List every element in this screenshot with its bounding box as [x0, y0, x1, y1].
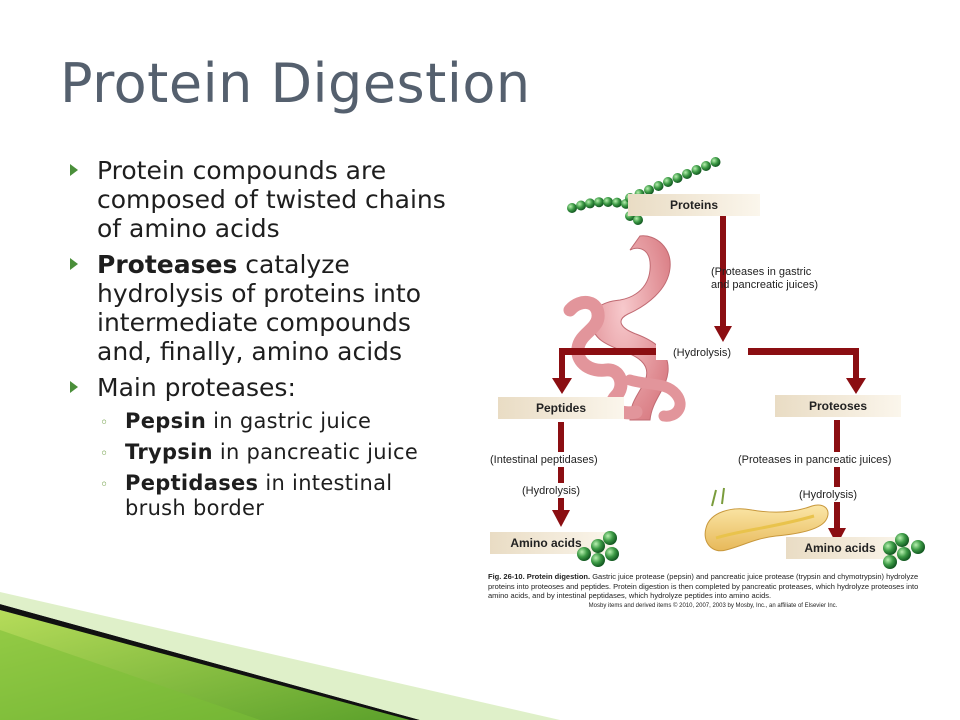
sub-bullet-text: in gastric juice [206, 409, 372, 433]
bullet-text: catalyze hydrolysis of proteins into int… [97, 250, 421, 366]
sub-bullet-item: ◦ Trypsin in pancreatic juice [70, 440, 460, 465]
branch-left-head-icon [552, 378, 572, 394]
amino-acid-bead [691, 165, 702, 175]
bullet-text: Main proteases: [97, 373, 296, 402]
bullet-item: Main proteases: [70, 373, 460, 402]
label-bg [795, 487, 879, 502]
amino-acid-bead [701, 161, 711, 171]
amino-acid-bead [612, 197, 622, 208]
amino-acid-bead [603, 196, 613, 207]
proteases-pancreatic-label: (Proteases in pancreatic juices) [738, 454, 891, 466]
amino-acid-bead [672, 173, 683, 183]
amino-acid-bead [653, 181, 664, 191]
amino-acid-bead [633, 215, 643, 225]
amino-acid-bead [644, 185, 654, 195]
bullet-arrow-icon [70, 381, 78, 393]
hydrolysis-label-bg [656, 344, 748, 360]
sub-bullet-bold-term: Trypsin [125, 440, 213, 464]
label-bg [486, 452, 636, 467]
bullet-text: Protein compounds are composed of twiste… [97, 156, 446, 243]
sub-bullet-item: ◦ Pepsin in gastric juice [70, 409, 460, 434]
caption-source: Mosby items and derived items © 2010, 20… [588, 602, 838, 609]
caption-text: Gastric juice protease (pepsin) and panc… [488, 572, 919, 600]
intestinal-peptidases-label: (Intestinal peptidases) [490, 454, 598, 466]
amino-acid-spheres-left-icon [577, 531, 619, 567]
figure-caption: Fig. 26-10. Protein digestion. Gastric j… [488, 572, 938, 611]
sub-bullet-bold-term: Pepsin [125, 409, 207, 433]
amino-acid-spheres-right-icon [883, 533, 925, 569]
left-arrow-head-icon [552, 510, 570, 527]
label-bg [518, 483, 602, 498]
decorative-green-swoosh [0, 592, 560, 720]
amino-acid-bead [663, 177, 673, 187]
proteoses-label: Proteoses [809, 399, 867, 413]
hydrolysis-label-main: (Hydrolysis) [673, 347, 731, 359]
bullet-arrow-icon [70, 258, 78, 270]
bullet-bold-term: Proteases [97, 250, 238, 279]
hydrolysis-label-left: (Hydrolysis) [522, 485, 580, 497]
bullet-item: Proteases catalyze hydrolysis of protein… [70, 250, 460, 366]
branch-right-shaft [853, 348, 859, 380]
protein-digestion-figure: Proteins (Proteases in gastric and pancr… [480, 150, 945, 620]
bullet-arrow-icon [70, 164, 78, 176]
sub-bullet-text: in pancreatic juice [212, 440, 419, 464]
amino-acid-bead [594, 197, 604, 208]
sub-bullet-text: in intestinal brush border [125, 471, 393, 520]
amino-acid-bead [567, 203, 577, 213]
label-bg [734, 452, 940, 467]
branch-left-shaft [559, 348, 565, 380]
stomach-intestine-icon [563, 235, 686, 422]
proteases-gastric-line2: and pancreatic juices) [711, 279, 818, 291]
amino-acid-bead [682, 169, 692, 179]
amino-acids-label-right: Amino acids [804, 541, 876, 555]
proteins-box [628, 194, 760, 216]
proteoses-box [775, 395, 901, 417]
slide-title: Protein Digestion [60, 52, 531, 115]
amino-acid-bead [710, 157, 721, 167]
branch-right-head-icon [846, 378, 866, 394]
amino-acid-bead [585, 198, 595, 209]
bullet-item: Protein compounds are composed of twiste… [70, 156, 460, 243]
sub-bullet-item: ◦ Peptidases in intestinal brush border [70, 471, 460, 521]
sub-bullet-ring-icon: ◦ [100, 477, 109, 493]
right-arrow-head-icon [828, 528, 846, 545]
right-arrow-shaft [834, 420, 840, 530]
proteins-label: Proteins [670, 198, 718, 212]
sub-bullet-bold-term: Peptidases [125, 471, 259, 495]
pancreas-icon [704, 487, 829, 552]
main-arrow-head-icon [714, 326, 732, 342]
caption-label: Fig. 26-10. Protein digestion. [488, 572, 591, 581]
proteases-gastric-line1: (Proteases in gastric [711, 266, 812, 278]
bullet-list: Protein compounds are composed of twiste… [70, 156, 460, 527]
digestion-diagram: Proteins (Proteases in gastric and pancr… [486, 157, 940, 569]
peptides-box [498, 397, 624, 419]
hydrolysis-label-right: (Hydrolysis) [799, 489, 857, 501]
sub-bullet-ring-icon: ◦ [100, 415, 109, 431]
amino-acids-label-left: Amino acids [510, 536, 582, 550]
sub-bullet-ring-icon: ◦ [100, 446, 109, 462]
peptides-label: Peptides [536, 401, 586, 415]
amino-acids-box-right [786, 537, 910, 559]
main-arrow-shaft [720, 216, 726, 332]
amino-acid-bead [576, 200, 586, 211]
